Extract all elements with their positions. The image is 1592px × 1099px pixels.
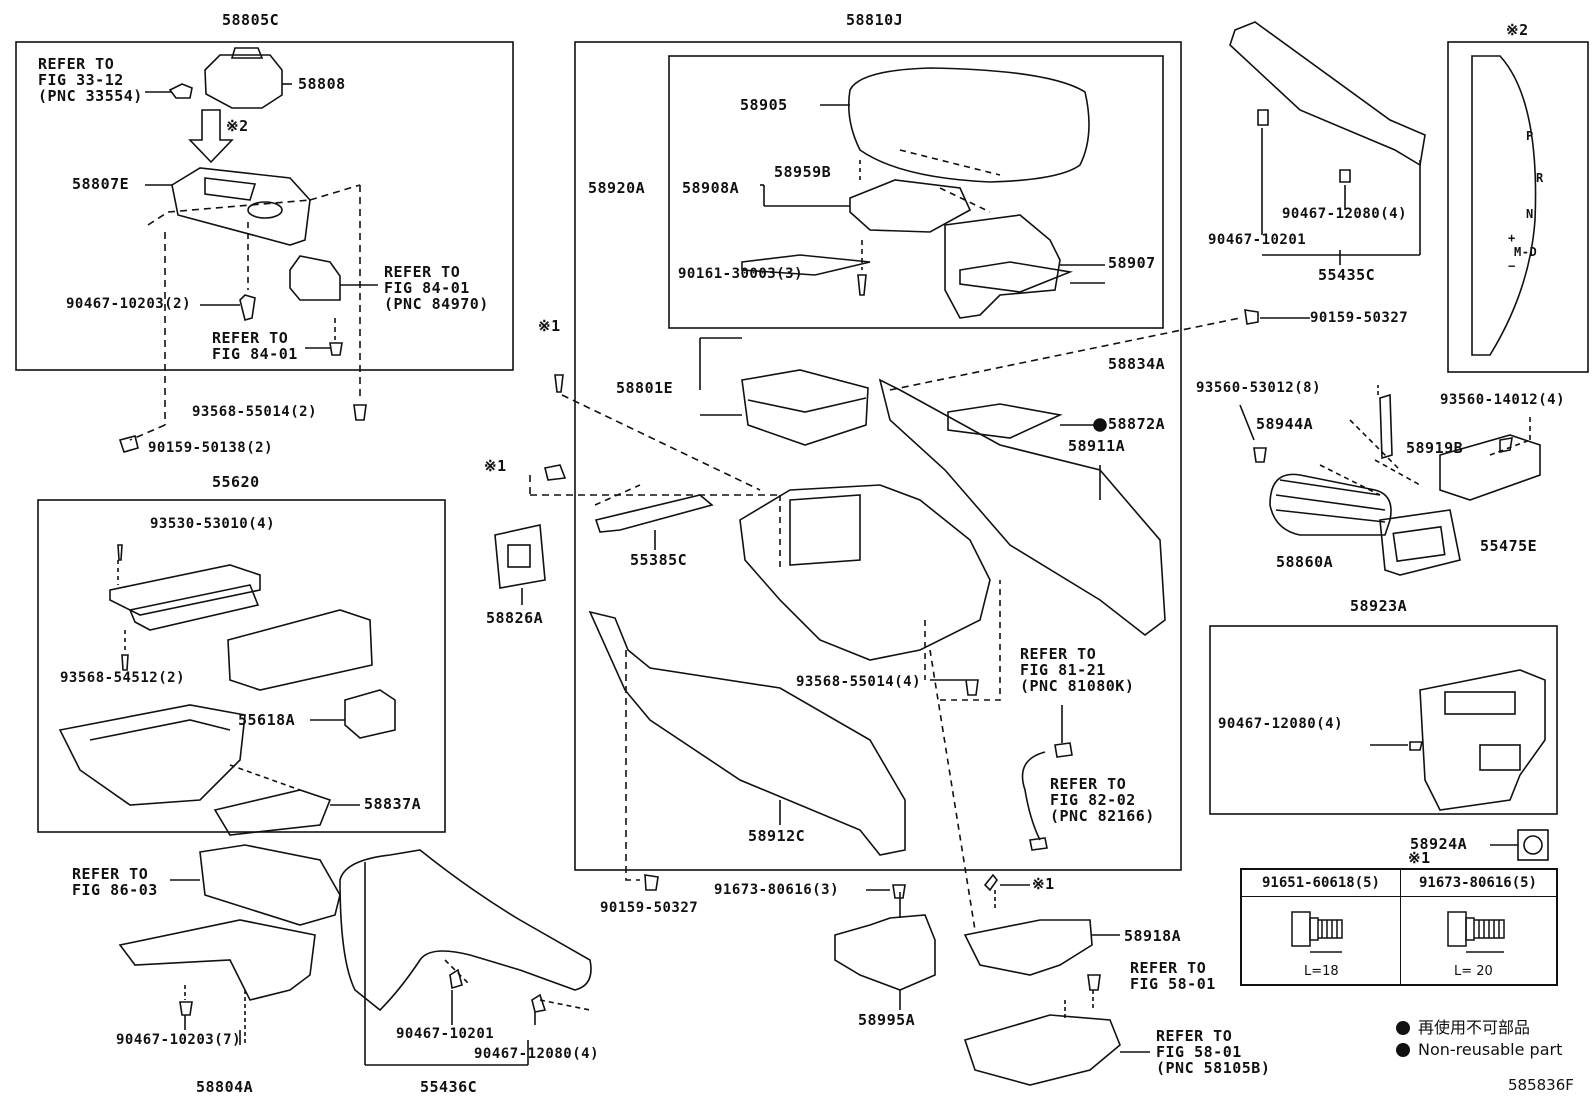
part-93568-54512-2: 93568-54512(2) bbox=[60, 670, 186, 686]
shift-r: R bbox=[1536, 171, 1544, 185]
legend-en-text: Non-reusable part bbox=[1418, 1040, 1563, 1059]
group-label-58995A: 58995A bbox=[858, 1011, 916, 1029]
part-90159-50327-a: 90159-50327 bbox=[1310, 310, 1409, 326]
note-fig-84-01-pnc: REFER TO FIG 84-01 (PNC 84970) bbox=[384, 263, 489, 313]
part-58959B: 58959B bbox=[774, 163, 832, 181]
console-box bbox=[739, 484, 991, 661]
part-90467-10203-2: 90467-10203(2) bbox=[66, 296, 192, 312]
part-91673-80616-3: 91673-80616(3) bbox=[714, 882, 840, 898]
legend-en: Non-reusable part bbox=[1396, 1040, 1562, 1059]
box-58810J bbox=[574, 41, 1182, 871]
part-58907: 58907 bbox=[1108, 254, 1156, 272]
part-93530-53010-4: 93530-53010(4) bbox=[150, 516, 276, 532]
shift-bezel-58807E bbox=[171, 167, 311, 246]
part-55385C: 55385C bbox=[630, 551, 688, 569]
group-label-55620: 55620 bbox=[212, 473, 260, 491]
part-55618A: 55618A bbox=[238, 711, 296, 729]
trim-55436C bbox=[339, 849, 592, 1012]
note-fig-82-02: REFER TO FIG 82-02 (PNC 82166) bbox=[1050, 775, 1155, 825]
part-58860A: 58860A bbox=[1276, 553, 1334, 571]
mark-2-arrow-label: ※2 bbox=[226, 117, 249, 135]
legend-jp: 再使用不可部品 bbox=[1396, 1014, 1530, 1038]
box-55620 bbox=[37, 499, 446, 833]
note-fig-81-21: REFER TO FIG 81-21 (PNC 81080K) bbox=[1020, 645, 1135, 695]
part-58826A: 58826A bbox=[486, 609, 544, 627]
armrest-lid-58905 bbox=[847, 67, 1090, 183]
side-panel-58911A bbox=[878, 378, 1166, 637]
group-label-58923A: 58923A bbox=[1350, 597, 1408, 615]
part-90467-10201-b: 90467-10201 bbox=[396, 1026, 495, 1042]
part-90467-12080-4-a: 90467-12080(4) bbox=[1282, 206, 1408, 222]
part-58944A: 58944A bbox=[1256, 415, 1314, 433]
part-58918A: 58918A bbox=[1124, 927, 1182, 945]
non-reusable-dot-icon bbox=[1396, 1043, 1410, 1057]
box-mark2 bbox=[1447, 41, 1589, 373]
panel-55435C bbox=[1229, 21, 1426, 167]
side-panel-58912C bbox=[588, 610, 906, 856]
fastener-col-1-header: 91651-60618(5) bbox=[1242, 870, 1401, 897]
part-93560-14012-4: 93560-14012(4) bbox=[1440, 392, 1566, 408]
fastener-drawings bbox=[1291, 911, 1505, 953]
group-label-55436C: 55436C bbox=[420, 1078, 478, 1096]
fastener-table: 91651-60618(5) 91673-80616(5) L=18 L= 20 bbox=[1240, 868, 1558, 986]
group-label-55435C: 55435C bbox=[1318, 266, 1376, 284]
shift-p: P bbox=[1526, 129, 1534, 143]
shift-n: N bbox=[1526, 207, 1534, 221]
shift-minus: − bbox=[1508, 259, 1516, 273]
part-90159-50138-2: 90159-50138(2) bbox=[148, 440, 274, 456]
part-58837A: 58837A bbox=[364, 795, 422, 813]
mark-1-a: ※1 bbox=[538, 317, 561, 335]
part-58912C: 58912C bbox=[748, 827, 806, 845]
part-90467-12080-4-b: 90467-12080(4) bbox=[1218, 716, 1344, 732]
mark-1-c: ※1 bbox=[1032, 875, 1055, 893]
note-fig-33-12: REFER TO FIG 33-12 (PNC 33554) bbox=[38, 55, 143, 105]
group-label-58804A: 58804A bbox=[196, 1078, 254, 1096]
note-fig-84-01: REFER TO FIG 84-01 bbox=[212, 329, 298, 363]
non-reusable-dot-icon bbox=[1396, 1021, 1410, 1035]
part-58801E: 58801E bbox=[616, 379, 674, 397]
shift-md: M-D bbox=[1514, 245, 1538, 259]
part-90467-12080-4-c: 90467-12080(4) bbox=[474, 1046, 600, 1062]
shift-panel-outline bbox=[1471, 55, 1537, 356]
part-58872A: 58872A bbox=[1108, 415, 1166, 433]
part-93568-55014-2: 93568-55014(2) bbox=[192, 404, 318, 420]
fastener-1-length: L=18 bbox=[1304, 964, 1339, 979]
part-58908A: 58908A bbox=[682, 179, 740, 197]
part-90159-50327-b: 90159-50327 bbox=[600, 900, 699, 916]
part-58807E: 58807E bbox=[72, 175, 130, 193]
table-divider bbox=[1400, 870, 1401, 984]
part-90467-10201-a: 90467-10201 bbox=[1208, 232, 1307, 248]
part-58911A: 58911A bbox=[1068, 437, 1126, 455]
part-55475E: 55475E bbox=[1480, 537, 1538, 555]
box-58923A bbox=[1209, 625, 1558, 815]
shift-plus: + bbox=[1508, 231, 1516, 245]
box-inner-58920A bbox=[668, 55, 1164, 329]
part-93560-53012-8: 93560-53012(8) bbox=[1196, 380, 1322, 396]
note-fig-86-03: REFER TO FIG 86-03 bbox=[72, 865, 158, 899]
group-label-58805C: 58805C bbox=[222, 11, 280, 29]
note-fig-58-01-pnc: REFER TO FIG 58-01 (PNC 58105B) bbox=[1156, 1027, 1271, 1077]
part-90467-10203-7: 90467-10203(7) bbox=[116, 1032, 242, 1048]
part-58920A: 58920A bbox=[588, 179, 646, 197]
part-90161-30003-3: 90161-30003(3) bbox=[678, 266, 804, 282]
box-58805C bbox=[15, 41, 514, 371]
part-58924A: 58924A bbox=[1410, 835, 1468, 853]
part-58808: 58808 bbox=[298, 75, 346, 93]
note-fig-58-01: REFER TO FIG 58-01 bbox=[1130, 959, 1216, 993]
part-58905: 58905 bbox=[740, 96, 788, 114]
fastener-table-title: ※1 bbox=[1408, 849, 1431, 867]
figure-id: 585836F bbox=[1508, 1076, 1574, 1094]
down-arrow bbox=[188, 109, 234, 164]
fastener-col-2-header: 91673-80616(5) bbox=[1400, 870, 1556, 897]
group-label-58810J: 58810J bbox=[846, 11, 904, 29]
legend-jp-text: 再使用不可部品 bbox=[1418, 1018, 1531, 1037]
shift-knob-58808 bbox=[204, 47, 283, 109]
part-93568-55014-4: 93568-55014(4) bbox=[796, 674, 922, 690]
fastener-2-length: L= 20 bbox=[1454, 964, 1493, 979]
mark-2-label: ※2 bbox=[1506, 21, 1529, 39]
part-58919B: 58919B bbox=[1406, 439, 1464, 457]
part-58834A: 58834A bbox=[1108, 355, 1166, 373]
mark-1-b: ※1 bbox=[484, 457, 507, 475]
